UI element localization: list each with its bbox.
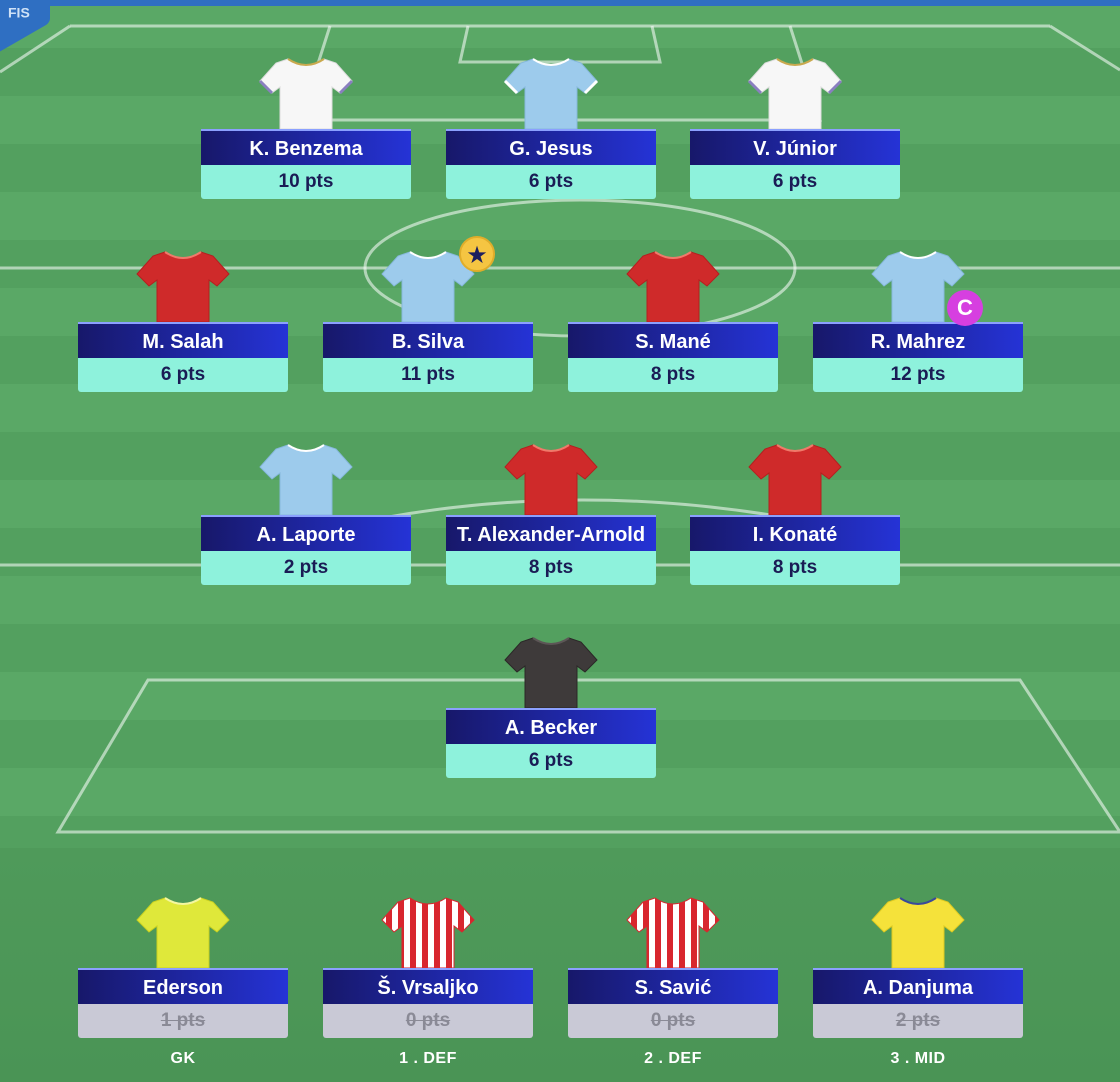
sky-blue-shirt-icon xyxy=(870,248,966,322)
dark-grey-gk-shirt-icon xyxy=(503,634,599,708)
sky-blue-shirt-icon xyxy=(503,55,599,129)
red-shirt-icon xyxy=(135,248,231,322)
player-name: G. Jesus xyxy=(446,129,656,165)
player-points: 0 pts xyxy=(568,1004,778,1038)
player-name: K. Benzema xyxy=(201,129,411,165)
player-points: 6 pts xyxy=(690,165,900,199)
player-name: R. Mahrez xyxy=(813,322,1023,358)
bench-card-3[interactable]: S. Savić 0 pts 2 . DEF xyxy=(568,894,778,1068)
star-icon: ★ xyxy=(459,236,495,272)
player-name: Ederson xyxy=(78,968,288,1004)
white-shirt-icon xyxy=(747,55,843,129)
bench-position-label: 2 . DEF xyxy=(644,1050,702,1067)
player-points: 1 pts xyxy=(78,1004,288,1038)
player-card-defender-3[interactable]: I. Konaté 8 pts xyxy=(690,441,900,585)
player-points: 6 pts xyxy=(78,358,288,392)
player-card-midfielder-2[interactable]: ★ B. Silva 11 pts xyxy=(323,236,533,392)
red-white-striped-shirt-icon xyxy=(625,894,721,968)
bench-card-4[interactable]: A. Danjuma 2 pts 3 . MID xyxy=(813,894,1023,1068)
player-name: I. Konaté xyxy=(690,515,900,551)
player-card-midfielder-1[interactable]: M. Salah 6 pts xyxy=(78,248,288,392)
player-card-forward-1[interactable]: K. Benzema 10 pts xyxy=(201,55,411,199)
player-card-forward-3[interactable]: V. Júnior 6 pts xyxy=(690,55,900,199)
player-card-forward-2[interactable]: G. Jesus 6 pts xyxy=(446,55,656,199)
yellow-gk-shirt-icon xyxy=(135,894,231,968)
player-name: Š. Vrsaljko xyxy=(323,968,533,1004)
red-shirt-icon xyxy=(625,248,721,322)
player-card-defender-2[interactable]: T. Alexander-Arnold 8 pts xyxy=(446,441,656,585)
sky-blue-shirt-icon xyxy=(258,441,354,515)
player-card-midfielder-3[interactable]: S. Mané 8 pts xyxy=(568,248,778,392)
white-shirt-icon xyxy=(258,55,354,129)
player-card-goalkeeper[interactable]: A. Becker 6 pts xyxy=(446,634,656,778)
player-name: S. Mané xyxy=(568,322,778,358)
top-strip xyxy=(0,0,1120,6)
captain-badge: C xyxy=(947,290,983,326)
player-points: 8 pts xyxy=(446,551,656,585)
player-name: A. Danjuma xyxy=(813,968,1023,1004)
player-points: 2 pts xyxy=(201,551,411,585)
player-name: S. Savić xyxy=(568,968,778,1004)
player-card-midfielder-4[interactable]: C R. Mahrez 12 pts xyxy=(813,248,1023,392)
player-points: 6 pts xyxy=(446,165,656,199)
bench-position-label: 3 . MID xyxy=(890,1050,946,1067)
red-shirt-icon xyxy=(503,441,599,515)
player-points: 12 pts xyxy=(813,358,1023,392)
yellow-shirt-icon xyxy=(870,894,966,968)
player-name: B. Silva xyxy=(323,322,533,358)
player-name: T. Alexander-Arnold xyxy=(446,515,656,551)
player-points: 6 pts xyxy=(446,744,656,778)
player-card-defender-1[interactable]: A. Laporte 2 pts xyxy=(201,441,411,585)
player-points: 10 pts xyxy=(201,165,411,199)
bench-position-label: 1 . DEF xyxy=(399,1050,457,1067)
player-name: V. Júnior xyxy=(690,129,900,165)
sky-blue-shirt-icon xyxy=(380,248,476,322)
player-name: A. Laporte xyxy=(201,515,411,551)
red-white-striped-shirt-icon xyxy=(380,894,476,968)
player-name: A. Becker xyxy=(446,708,656,744)
bench-card-2[interactable]: Š. Vrsaljko 0 pts 1 . DEF xyxy=(323,894,533,1068)
player-points: 11 pts xyxy=(323,358,533,392)
player-points: 8 pts xyxy=(568,358,778,392)
red-shirt-icon xyxy=(747,441,843,515)
bench-position-label: GK xyxy=(170,1050,196,1067)
player-points: 8 pts xyxy=(690,551,900,585)
player-points: 2 pts xyxy=(813,1004,1023,1038)
player-points: 0 pts xyxy=(323,1004,533,1038)
player-name: M. Salah xyxy=(78,322,288,358)
bench-card-1[interactable]: Ederson 1 pts GK xyxy=(78,894,288,1068)
